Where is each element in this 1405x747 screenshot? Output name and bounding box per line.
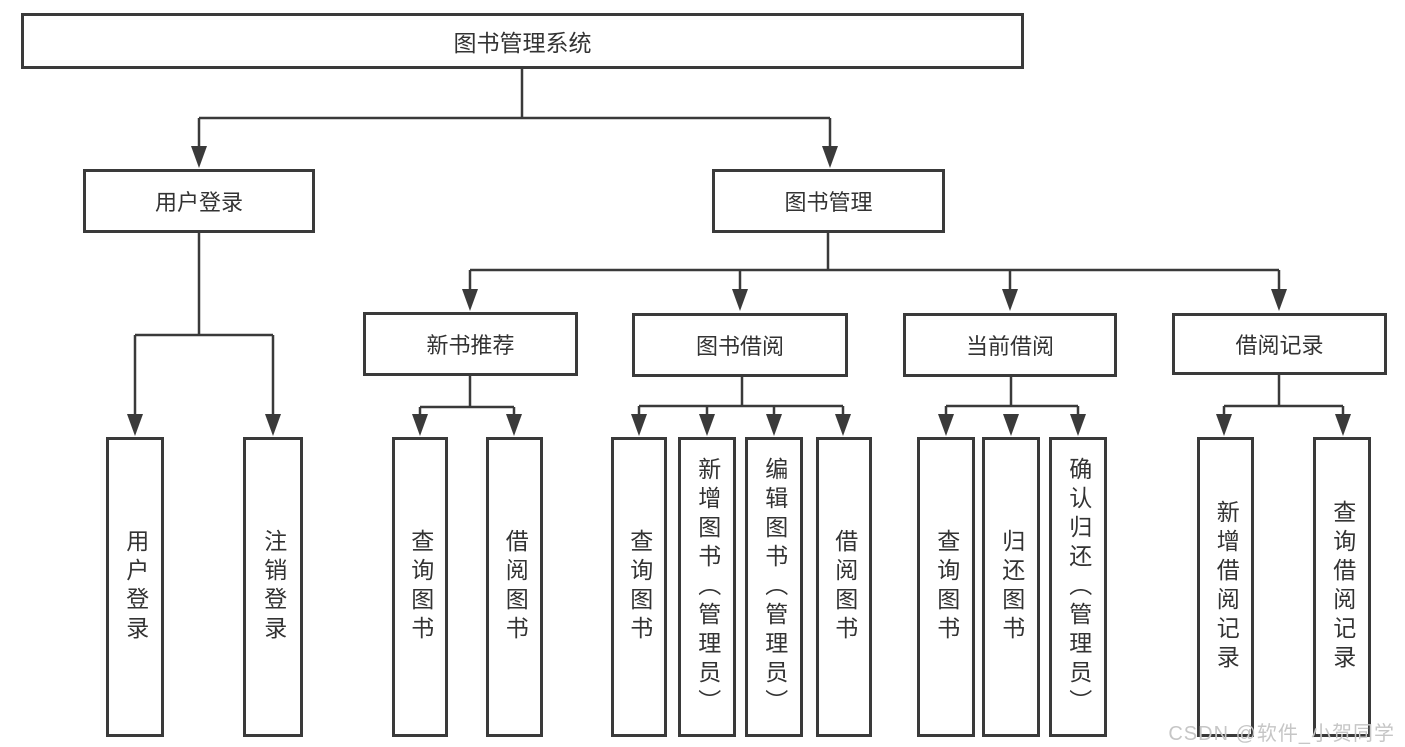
node-label: 新增图书（管理员）: [694, 456, 721, 718]
node-label: 当前借阅: [965, 334, 1054, 359]
new-book-recommendation-connector: [412, 376, 522, 436]
node-book-management: 图书管理: [712, 169, 945, 233]
node-label: 查询图书: [626, 529, 653, 645]
leaf-query-books: 查询图书: [611, 437, 667, 737]
leaf-borrow-books: 借阅图书: [816, 437, 872, 737]
current-borrowing-connector: [938, 377, 1086, 436]
node-label: 确认归还（管理员）: [1065, 456, 1092, 718]
node-label: 图书管理系统: [453, 30, 592, 56]
node-label: 归还图书: [998, 529, 1025, 645]
book-borrowing-connector: [631, 377, 851, 436]
leaf-query-borrow-record: 查询借阅记录: [1313, 437, 1371, 737]
node-label: 查询图书: [407, 529, 434, 645]
node-label: 用户登录: [154, 190, 243, 215]
node-label: 编辑图书（管理员）: [761, 456, 788, 718]
node-label: 借阅图书: [502, 529, 529, 645]
node-label: 查询图书: [933, 529, 960, 645]
leaf-query-books: 查询图书: [917, 437, 975, 737]
leaf-return-books: 归还图书: [982, 437, 1040, 737]
node-label: 新增借阅记录: [1213, 500, 1240, 674]
node-book-borrowing: 图书借阅: [632, 313, 848, 377]
node-library-management-system: 图书管理系统: [21, 13, 1024, 69]
leaf-query-books: 查询图书: [392, 437, 448, 737]
node-label: 新书推荐: [426, 333, 515, 358]
user-login-connector: [127, 233, 281, 436]
leaf-borrow-books: 借阅图书: [486, 437, 543, 737]
node-label: 查询借阅记录: [1329, 500, 1356, 674]
csdn-watermark: CSDN @软件_小贺同学: [1168, 723, 1395, 745]
node-label: 图书借阅: [695, 334, 784, 359]
leaf-confirm-return-admin: 确认归还（管理员）: [1049, 437, 1107, 737]
leaf-logout: 注销登录: [243, 437, 303, 737]
node-new-book-recommendation: 新书推荐: [363, 312, 578, 376]
node-current-borrowing: 当前借阅: [903, 313, 1117, 377]
book-management-connector: [462, 233, 1287, 311]
leaf-user-login: 用户登录: [106, 437, 164, 737]
node-borrowing-records: 借阅记录: [1172, 313, 1387, 375]
node-label: 借阅记录: [1235, 333, 1324, 358]
node-label: 借阅图书: [831, 529, 858, 645]
node-label: 用户登录: [122, 529, 149, 645]
node-label: 注销登录: [260, 529, 287, 645]
leaf-add-borrow-record: 新增借阅记录: [1197, 437, 1254, 737]
node-label: 图书管理: [784, 190, 873, 215]
root-connector: [191, 69, 838, 168]
leaf-add-books-admin: 新增图书（管理员）: [678, 437, 736, 737]
borrowing-records-connector: [1216, 375, 1351, 436]
node-user-login: 用户登录: [83, 169, 315, 233]
leaf-edit-books-admin: 编辑图书（管理员）: [745, 437, 803, 737]
